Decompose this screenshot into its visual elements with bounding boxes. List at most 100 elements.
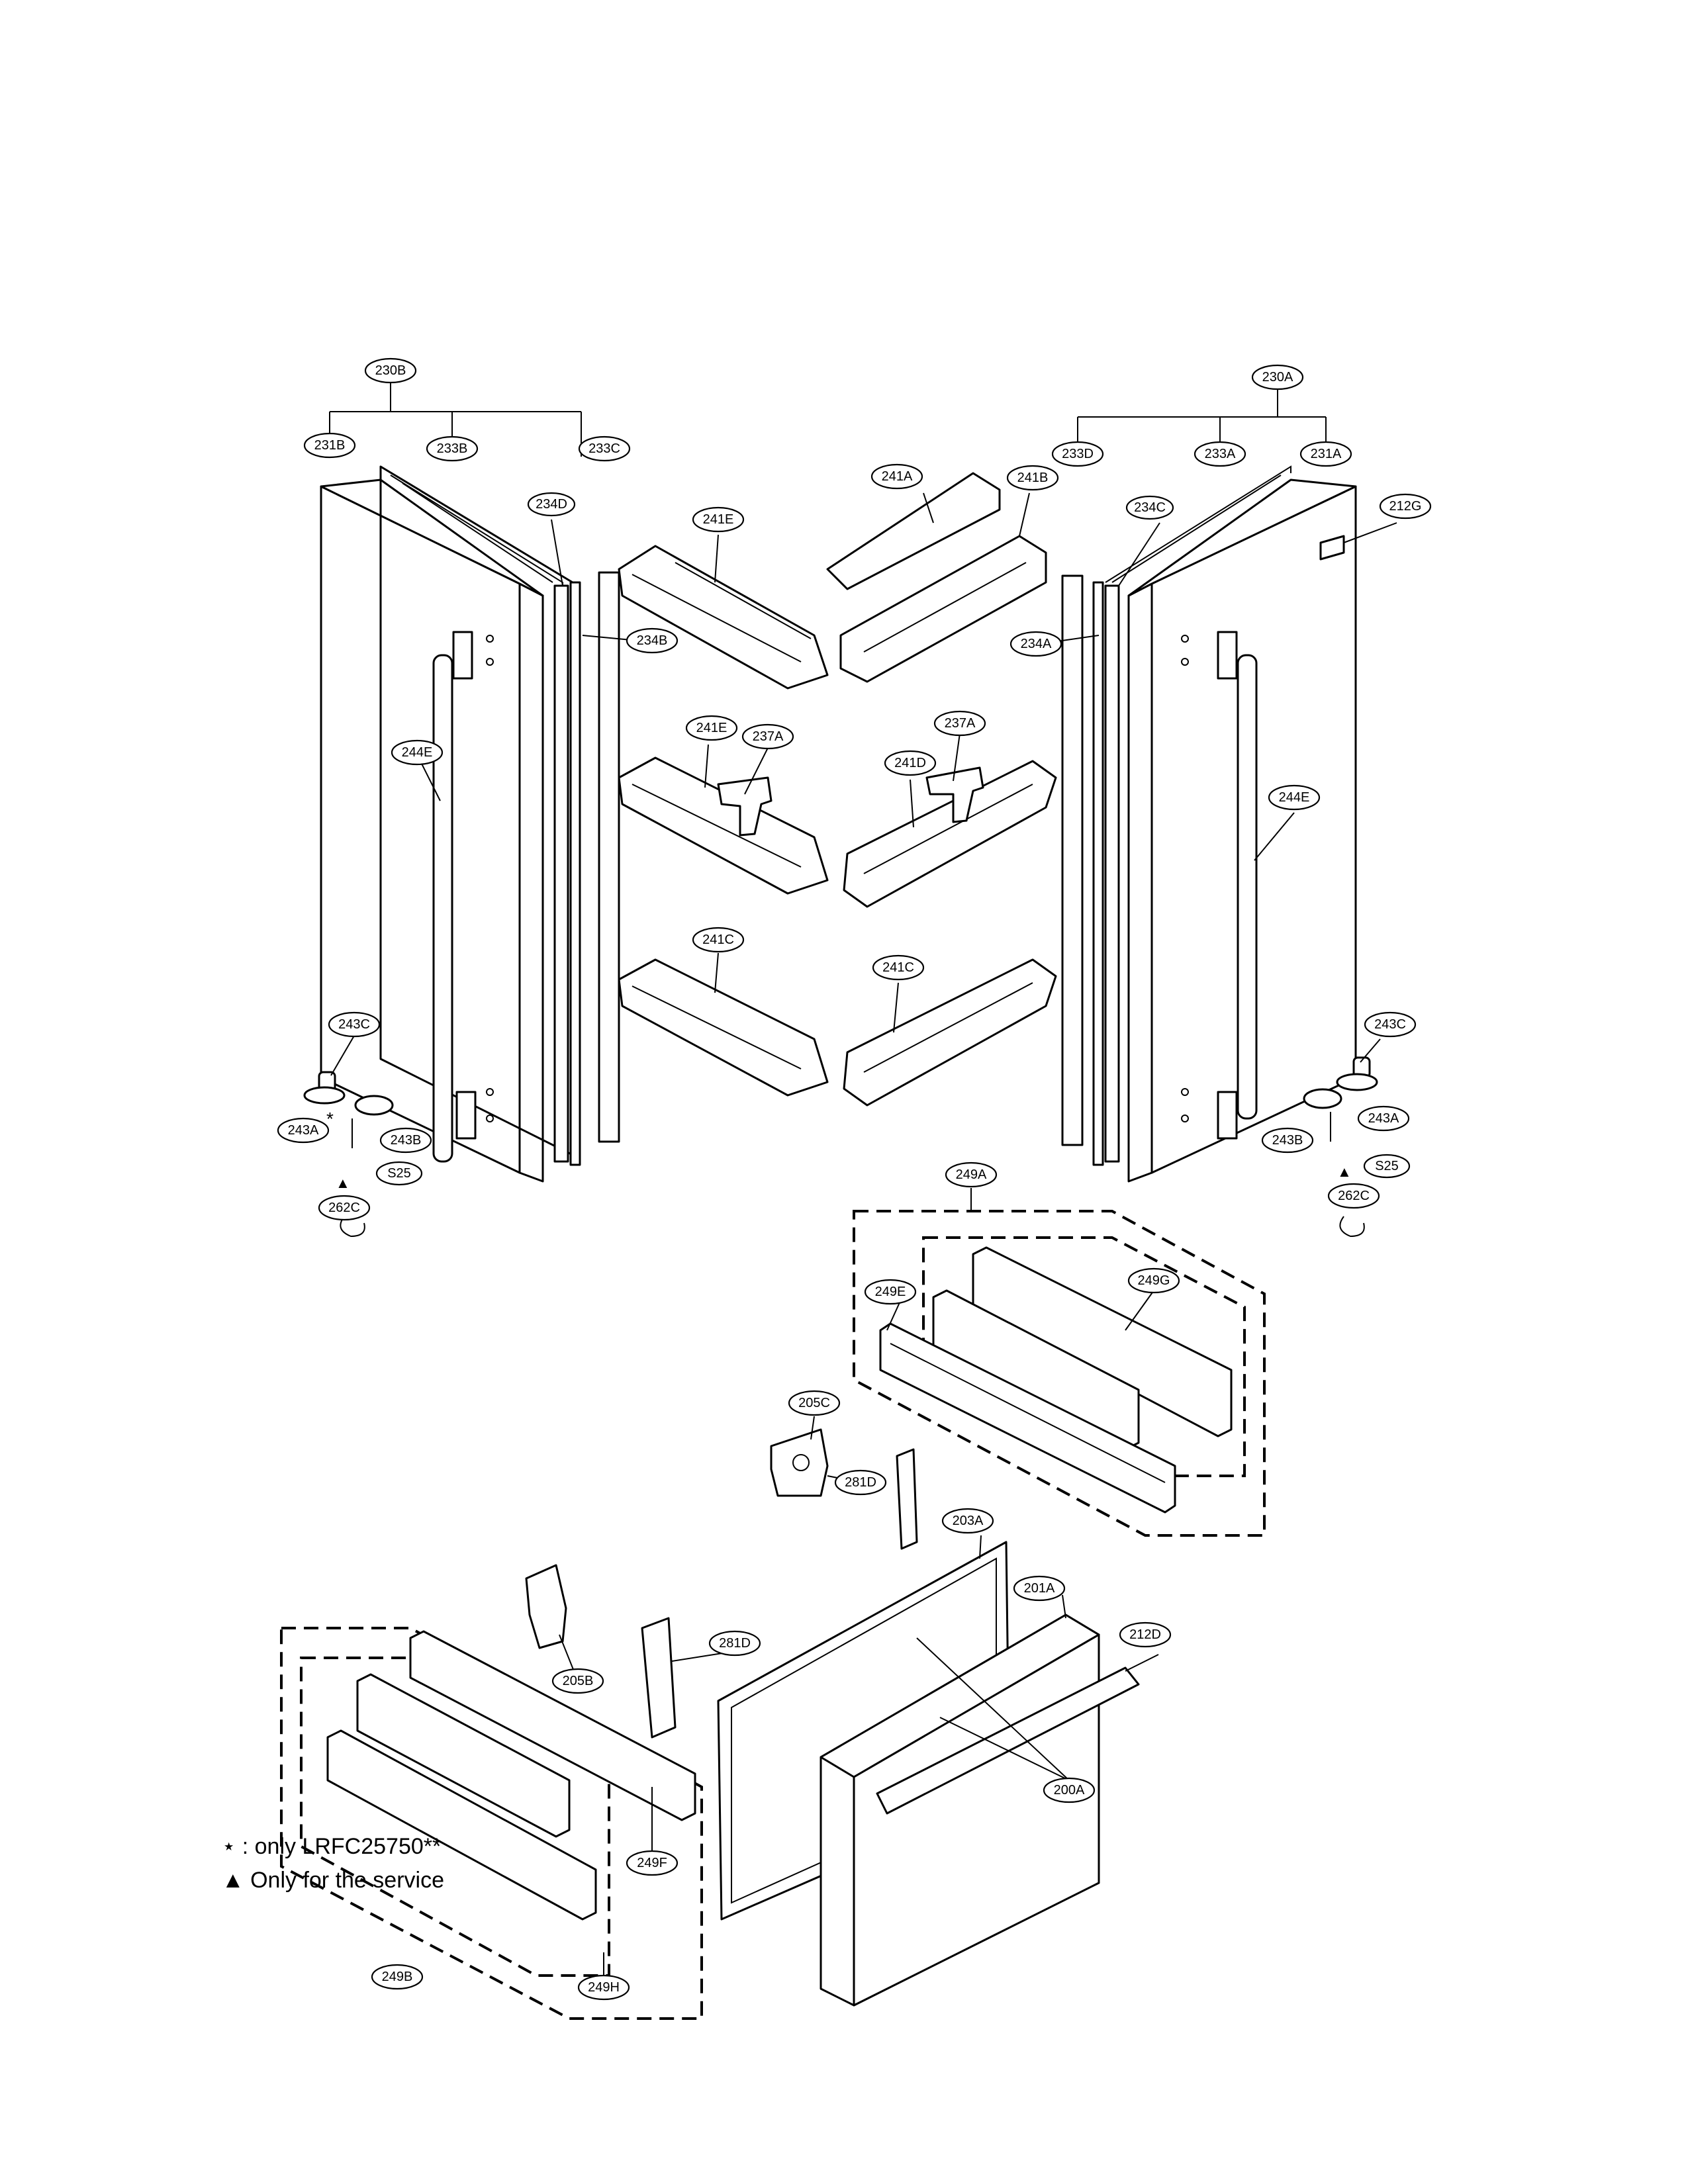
callout-234B: 234B xyxy=(626,627,679,654)
bracket-281D-top xyxy=(896,1448,918,1550)
callout-212G: 212G xyxy=(1379,493,1432,520)
triangle-marker-left: ▲ xyxy=(336,1175,350,1191)
svg-text:S25: S25 xyxy=(1375,1159,1399,1173)
svg-text:249A: 249A xyxy=(956,1167,987,1182)
svg-text:243C: 243C xyxy=(338,1017,370,1032)
callout-249B: 249B xyxy=(371,1964,424,1990)
svg-text:281D: 281D xyxy=(845,1475,876,1490)
callout-233C: 233C xyxy=(578,435,631,462)
callout-243A-right: 243A xyxy=(1357,1105,1410,1132)
callout-237A-left: 237A xyxy=(741,723,794,750)
right-door-assembly xyxy=(1061,377,1378,1238)
callouts: 230B 231B 233B 233C 234D 234B 244E 243C … xyxy=(277,357,1432,2001)
svg-text:244E: 244E xyxy=(402,745,433,760)
callout-244E-right: 244E xyxy=(1268,784,1321,811)
svg-text:249G: 249G xyxy=(1138,1273,1170,1288)
svg-text:281D: 281D xyxy=(719,1636,751,1651)
svg-text:230A: 230A xyxy=(1262,370,1293,385)
callout-281D-top: 281D xyxy=(834,1469,887,1496)
svg-text:234A: 234A xyxy=(1021,637,1052,651)
left-door-liner xyxy=(379,465,574,1156)
callout-233B: 233B xyxy=(426,435,479,462)
callout-200A: 200A xyxy=(1043,1777,1096,1803)
svg-text:233C: 233C xyxy=(588,441,620,456)
svg-text:233B: 233B xyxy=(437,441,468,456)
e-ring-262C-left xyxy=(340,1216,365,1238)
callout-241A: 241A xyxy=(870,463,923,490)
door-bins xyxy=(618,472,1057,1107)
callout-233A: 233A xyxy=(1194,441,1246,467)
callout-243B-left: 243B xyxy=(379,1127,432,1154)
callout-244E-left: 244E xyxy=(391,739,444,766)
callout-241B: 241B xyxy=(1006,465,1059,491)
svg-text:230B: 230B xyxy=(375,363,406,378)
svg-text:241A: 241A xyxy=(882,469,913,484)
callout-249H: 249H xyxy=(577,1974,630,2001)
svg-text:249E: 249E xyxy=(875,1285,906,1299)
right-door-gasket-233D xyxy=(1061,574,1084,1146)
callout-203A: 203A xyxy=(941,1508,994,1534)
svg-text:241B: 241B xyxy=(1017,471,1049,485)
svg-text:200A: 200A xyxy=(1054,1783,1085,1797)
triangle-marker-right: ▲ xyxy=(1337,1163,1352,1180)
bin-241A-cover xyxy=(826,472,1001,590)
svg-text:249F: 249F xyxy=(637,1856,667,1870)
bin-241C-left xyxy=(618,958,829,1097)
markers: * ▲ ▲ xyxy=(326,1109,1352,1191)
bin-241C-right xyxy=(843,958,1057,1107)
rail-upper-left xyxy=(356,1673,571,1838)
svg-text:241C: 241C xyxy=(882,960,914,975)
svg-text:243A: 243A xyxy=(288,1123,319,1138)
callout-234A: 234A xyxy=(1009,631,1062,657)
svg-text:237A: 237A xyxy=(945,716,976,731)
callout-243A-left: 243A xyxy=(277,1117,330,1144)
bin-241E-mid xyxy=(618,756,829,895)
callout-243C-left: 243C xyxy=(328,1011,381,1038)
callout-262C-right: 262C xyxy=(1327,1183,1380,1209)
callout-241C-left: 241C xyxy=(692,927,745,953)
svg-text:243A: 243A xyxy=(1368,1111,1399,1126)
svg-text:241E: 241E xyxy=(696,721,727,735)
svg-text:244E: 244E xyxy=(1279,790,1310,805)
freezer-drawer xyxy=(280,1541,1140,2020)
svg-text:205C: 205C xyxy=(798,1396,830,1410)
svg-text:241D: 241D xyxy=(894,756,926,770)
svg-text:241E: 241E xyxy=(703,512,734,527)
callout-212D: 212D xyxy=(1119,1621,1172,1648)
leader-lines xyxy=(330,492,1397,1976)
svg-text:231B: 231B xyxy=(314,438,346,453)
svg-text:262C: 262C xyxy=(1338,1189,1370,1203)
svg-text:243B: 243B xyxy=(391,1133,422,1148)
center-brackets xyxy=(525,1428,918,1739)
callout-205B: 205B xyxy=(551,1668,604,1694)
callout-249F: 249F xyxy=(626,1850,679,1876)
callout-241C-right: 241C xyxy=(872,954,925,981)
svg-text:249H: 249H xyxy=(588,1980,620,1995)
legend-only-model: ⋆ : only LRFC25750** xyxy=(222,1834,442,1859)
callout-S25-right: S25 xyxy=(1363,1154,1411,1179)
svg-text:243C: 243C xyxy=(1374,1017,1406,1032)
callout-243B-right: 243B xyxy=(1261,1127,1314,1154)
callout-243C-right: 243C xyxy=(1364,1011,1417,1038)
hinge-washer-243B-left xyxy=(354,1095,394,1116)
svg-text:S25: S25 xyxy=(387,1166,411,1181)
callout-281D-mid: 281D xyxy=(708,1630,761,1657)
left-door-strip-234D xyxy=(553,584,569,1163)
callout-237A-right: 237A xyxy=(933,710,986,737)
svg-text:234B: 234B xyxy=(637,633,668,648)
callout-241D: 241D xyxy=(884,750,937,776)
svg-text:249B: 249B xyxy=(382,1970,413,1984)
bracket-205C xyxy=(770,1428,829,1497)
callout-249G: 249G xyxy=(1127,1267,1180,1294)
svg-text:233A: 233A xyxy=(1205,447,1236,461)
svg-text:212G: 212G xyxy=(1389,499,1422,514)
callout-241E-mid: 241E xyxy=(685,715,738,741)
callout-241E-top: 241E xyxy=(692,506,745,533)
left-door-handle xyxy=(432,654,453,1163)
callout-249A: 249A xyxy=(945,1161,998,1188)
svg-text:205B: 205B xyxy=(563,1674,594,1688)
callout-234D: 234D xyxy=(527,492,576,517)
bin-241E-top xyxy=(618,545,829,690)
svg-text:233D: 233D xyxy=(1062,447,1094,461)
outline-249B xyxy=(280,1627,703,2020)
